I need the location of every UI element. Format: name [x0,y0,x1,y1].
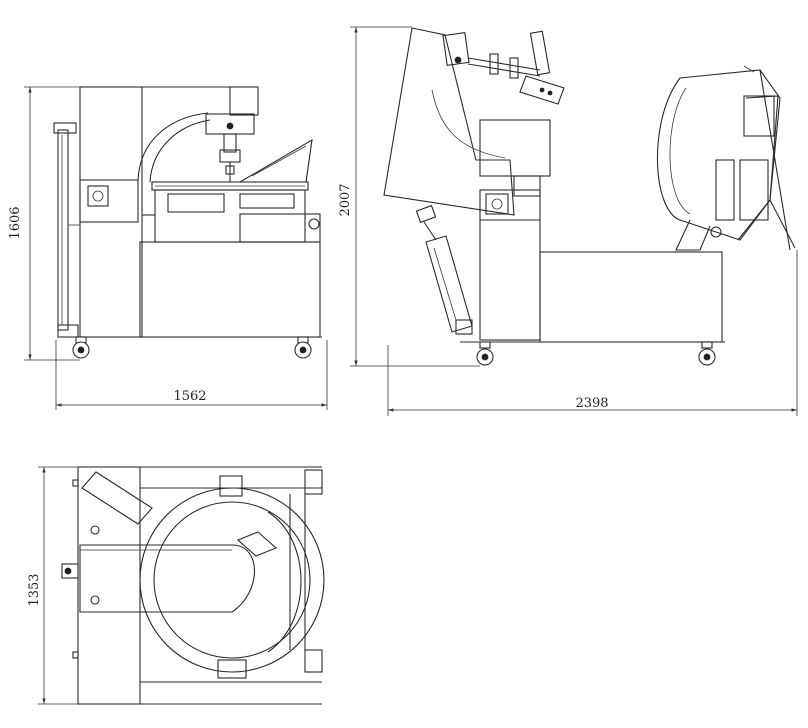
dimension-front-height: 1606 [8,206,23,239]
bolt-icon [226,122,234,130]
front-view: 1606 1562 [8,86,328,410]
knob-icon [308,218,320,230]
control-panel-icon [87,185,109,207]
control-panel-icon [485,193,509,215]
caster-wheel-left [476,341,494,366]
dimension-side-height: 2007 [338,183,353,216]
dimension-side-width: 2398 [575,396,608,411]
caster-wheel-right [698,341,716,366]
dimension-top-depth: 1353 [27,573,42,606]
side-view: 2007 2398 [338,26,798,416]
caster-wheel-right [294,336,312,359]
mixing-drum [656,65,796,251]
top-view: 1353 [27,466,325,705]
caster-wheel-left [72,336,90,359]
dimension-front-width: 1562 [173,389,206,404]
